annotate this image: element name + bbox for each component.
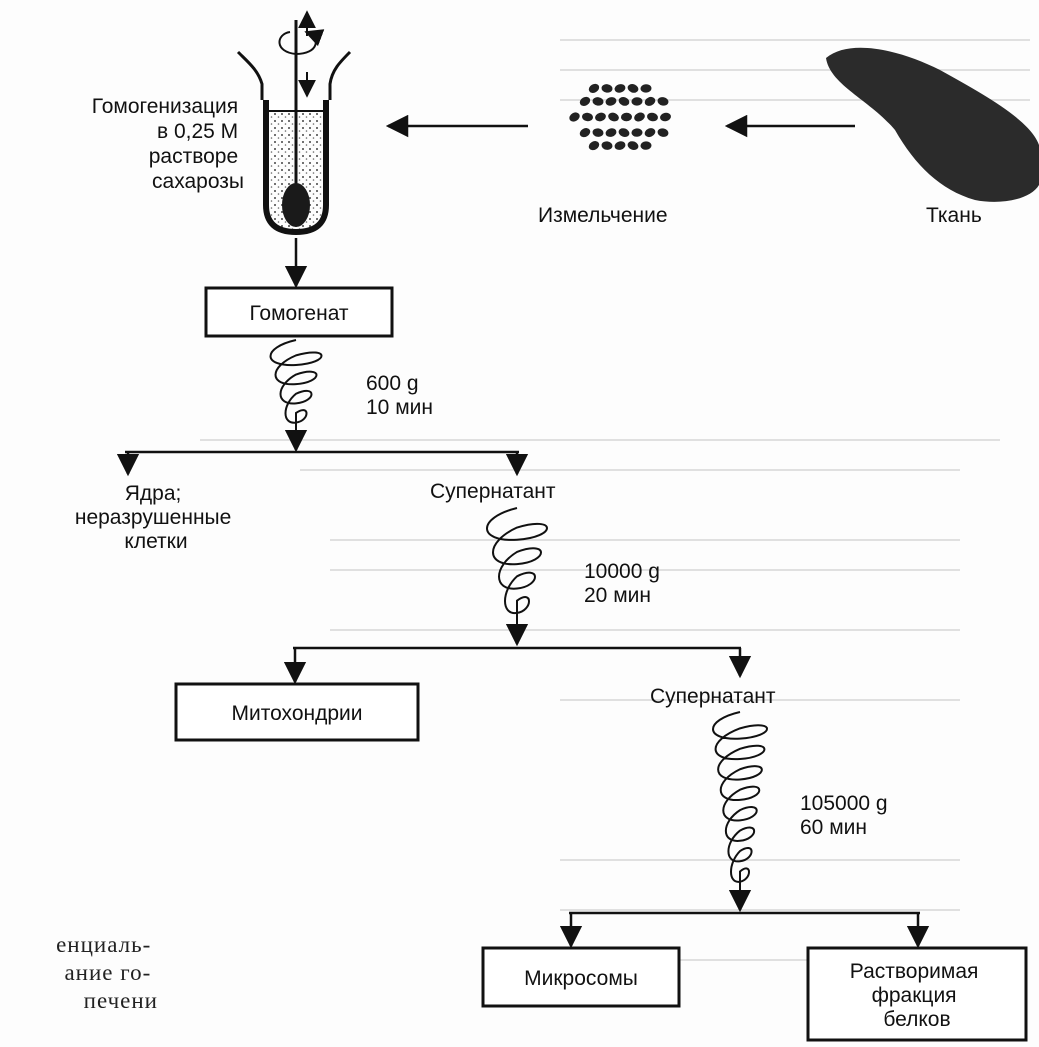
tissue-piece: [614, 141, 626, 150]
minced-tissue-icon: [569, 83, 671, 151]
centrifuge-coil-icon: [486, 507, 548, 647]
tissue-piece: [657, 128, 669, 137]
coil-path: [486, 507, 548, 630]
tissue-piece: [588, 83, 600, 93]
tissue-shape: [826, 47, 1039, 202]
tissue-piece: [644, 96, 656, 106]
tissue-piece: [588, 141, 600, 151]
spin3-label: 105000 g 60 мин: [800, 792, 893, 839]
tissue-piece: [627, 141, 639, 150]
tissue-piece: [618, 97, 630, 106]
tissue-piece: [647, 112, 658, 122]
tissue-piece: [640, 84, 652, 93]
mitochondria-label: Митохондрии: [232, 702, 363, 725]
centrifuge-coil-icon: [712, 711, 768, 913]
tissue-piece: [582, 112, 593, 122]
mitochondria-box: [174, 682, 420, 742]
spin2-label: 10000 g 20 мин: [584, 560, 666, 607]
tissue-piece: [595, 112, 606, 122]
tissue-piece: [640, 141, 652, 150]
tissue-piece: [644, 128, 656, 138]
microsomes-box: [481, 946, 681, 1008]
centrifuge-coil-icon: [269, 339, 323, 453]
homogenate-label: Гомогенат: [249, 302, 348, 325]
supernatant2-label: Супернатант: [650, 685, 776, 708]
soluble-fraction-box: [806, 946, 1028, 1042]
tissue-piece: [634, 112, 645, 122]
tissue-piece: [631, 97, 643, 106]
tissue-piece: [621, 112, 632, 122]
coil-path: [712, 711, 768, 896]
tissue-piece: [618, 128, 630, 137]
microsomes-label: Микросомы: [524, 967, 638, 990]
tissue-piece: [592, 97, 604, 106]
tissue-label: Ткань: [926, 204, 982, 227]
nuclei-label: Ядра; неразрушенные клетки: [75, 482, 237, 553]
homogenization-label: Гомогенизация в 0,25 М растворе сахарозы: [92, 95, 244, 193]
tissue-piece: [601, 141, 613, 150]
homogenizer-tube-icon: [236, 10, 352, 236]
caption-fragment: енциаль- ание го- печени: [56, 932, 158, 1013]
tissue-piece: [614, 84, 626, 93]
tissue-piece: [569, 112, 580, 122]
tissue-piece: [605, 128, 617, 137]
tissue-piece: [579, 96, 591, 106]
tissue-piece: [601, 84, 613, 93]
coil-path: [269, 339, 323, 436]
spin1-label: 600 g 10 мин: [366, 372, 433, 419]
grinding-label: Измельчение: [538, 204, 668, 227]
tissue-piece: [608, 112, 619, 122]
soluble-fraction-label: Растворимая фракция белков: [850, 960, 984, 1031]
tissue-piece: [592, 128, 604, 137]
tissue-piece: [605, 97, 617, 106]
tissue-piece: [657, 97, 669, 106]
homogenate-box: [204, 286, 394, 338]
tissue-piece: [579, 128, 591, 138]
tissue-piece: [660, 112, 671, 122]
supernatant1-label: Супернатант: [430, 480, 556, 503]
tissue-piece: [631, 128, 643, 137]
tissue-piece: [627, 84, 639, 93]
